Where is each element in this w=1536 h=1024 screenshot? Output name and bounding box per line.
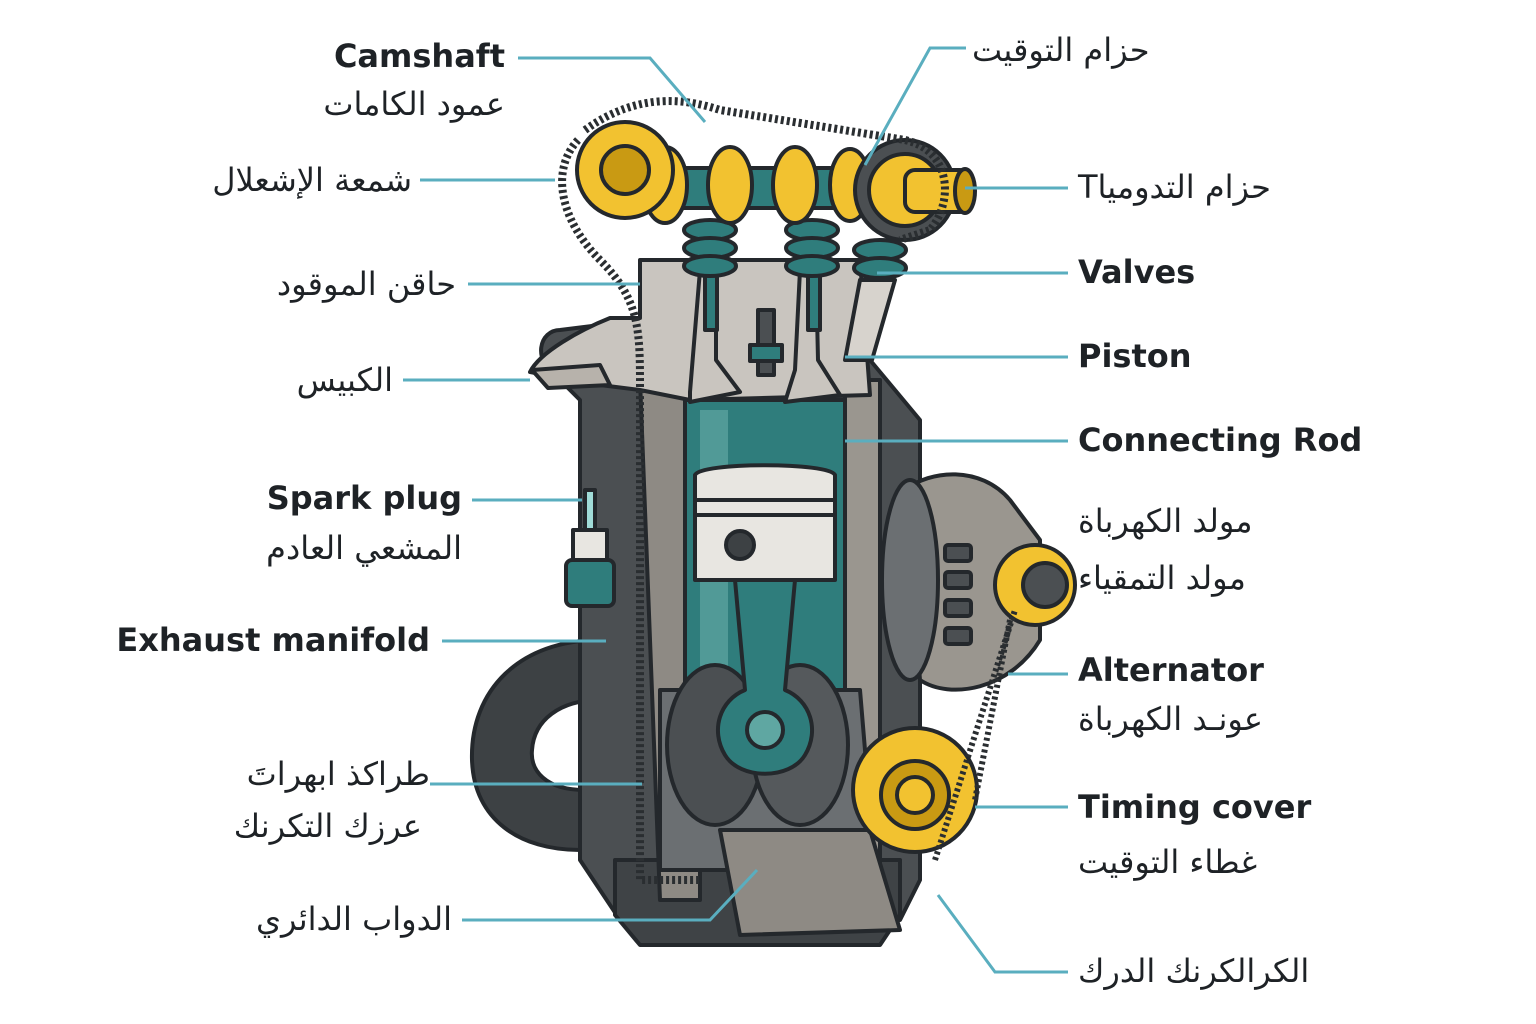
label-connecting-rod: Connecting Rod bbox=[1078, 421, 1363, 459]
label-fuel-injector-ar: حاقن الموقود bbox=[276, 265, 456, 303]
leader-flywheel bbox=[462, 868, 759, 922]
label-spark-plug-ar2: المشعي العادم bbox=[266, 529, 462, 567]
label-alternator-en: Alternator bbox=[1078, 651, 1264, 689]
injector-pipe bbox=[843, 278, 897, 362]
label-spark-plug-ar: شمعة الإشعلال bbox=[212, 161, 412, 199]
label-timing-cover-en: Timing cover bbox=[1078, 788, 1312, 826]
engine-illustration bbox=[469, 120, 1077, 947]
valve-springs bbox=[682, 218, 908, 280]
label-spark-plug-en: Spark plug bbox=[266, 479, 462, 517]
leader-lines bbox=[403, 46, 1068, 974]
label-piston: Piston bbox=[1078, 337, 1192, 375]
timing-cover-shape bbox=[718, 828, 902, 937]
label-alternator-ar: عونـد الكهرباة bbox=[1078, 700, 1264, 738]
label-camshaft-en: Camshaft bbox=[333, 37, 505, 75]
timing-belt-shape bbox=[558, 97, 949, 884]
label-generator-ar2: مولد التمقياء bbox=[1078, 559, 1246, 597]
label-camshaft-ar: عمود الكامات bbox=[323, 85, 505, 123]
label-crankshaft-ar2: عرزك التكرنك bbox=[233, 807, 422, 845]
leader-timing-belt-top bbox=[863, 46, 966, 166]
label-exhaust-manifold: Exhaust manifold bbox=[116, 621, 430, 659]
label-valves: Valves bbox=[1078, 253, 1196, 291]
label-timing-cover-ar: غطاء التوقيت bbox=[1078, 843, 1258, 881]
leader-camshaft bbox=[518, 56, 707, 123]
label-generator-ar: مولد الكهرباة bbox=[1078, 502, 1253, 540]
accessory-belt bbox=[932, 609, 1018, 861]
center-spark-plug bbox=[756, 308, 776, 377]
spark-plug-shape bbox=[571, 528, 609, 562]
label-piston-ar: الكبيس bbox=[296, 361, 393, 399]
label-crank-pulley-ar: الكرالكرنك الدرك bbox=[1078, 952, 1310, 990]
piston-shape bbox=[693, 463, 837, 582]
head-lip bbox=[530, 363, 612, 390]
connecting-rod-shape bbox=[715, 578, 815, 776]
label-flywheel-ar: الدواب الدائري bbox=[255, 900, 452, 938]
label-timing-belt-top-ar: حزام التوقيت bbox=[972, 31, 1150, 69]
label-crankshaft-ar: طراكذ ابهراتَ bbox=[246, 755, 430, 793]
label-timing-belt-ar: حزام التدومياT bbox=[1078, 168, 1271, 206]
leader-crank-pulley bbox=[936, 894, 1068, 974]
